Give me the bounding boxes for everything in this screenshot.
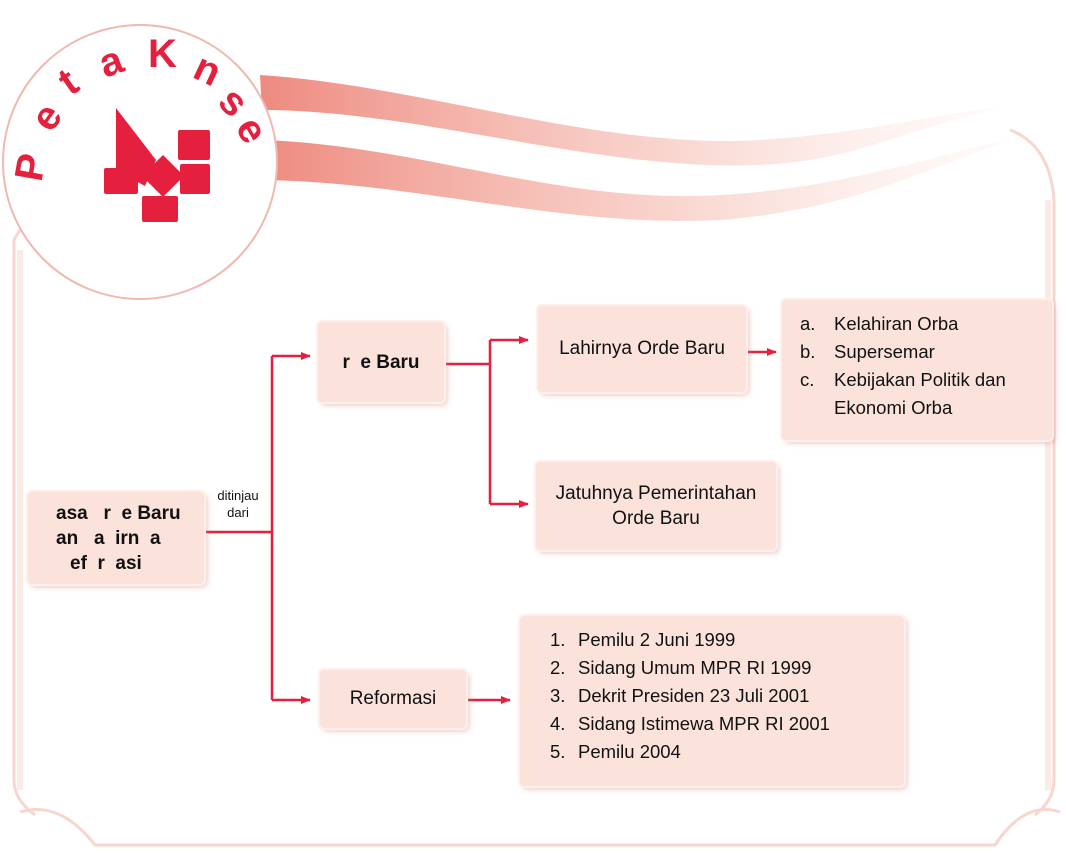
list-text: Pemilu 2 Juni 1999: [578, 629, 736, 650]
list-item: 3. Dekrit Presiden 23 Juli 2001: [550, 682, 904, 710]
logo-icon: [104, 108, 210, 222]
list-marker: 2.: [550, 657, 566, 678]
list-marker: c.: [800, 369, 815, 390]
list-marker: 1.: [550, 629, 566, 650]
node-orde-baru: r e Baru: [318, 322, 444, 402]
node-jatuhnya-line: Orde Baru: [612, 508, 700, 529]
node-jatuhnya-line: Jatuhnya Pemerintahan: [555, 483, 757, 504]
node-reformasi-label: Reformasi: [349, 688, 437, 709]
edge-label-ditinjau-dari: ditinjau dari: [208, 487, 268, 521]
list-item: b. Supersemar: [800, 338, 1052, 366]
list-item: 5. Pemilu 2004: [550, 738, 904, 766]
node-reformasi: Reformasi: [320, 670, 466, 728]
node-orde-baru-label: r e Baru: [342, 351, 420, 373]
list-text: Dekrit Presiden 23 Juli 2001: [578, 685, 810, 706]
node-root-line: an a irn a: [56, 527, 161, 549]
list-marker: 4.: [550, 713, 566, 734]
list-text: Pemilu 2004: [578, 741, 681, 762]
list-marker: b.: [800, 341, 816, 362]
list-marker: 5.: [550, 741, 566, 762]
node-lahirnya-orde-baru: Lahirnya Orde Baru: [538, 306, 746, 392]
node-lahirnya-label: Lahirnya Orde Baru: [559, 338, 725, 359]
list-text: Sidang Umum MPR RI 1999: [578, 657, 812, 678]
list-text: Ekonomi Orba: [834, 397, 953, 418]
list-item: a. Kelahiran Orba: [800, 310, 1052, 338]
node-root: asa r e Baru an a irn a ef r asi: [28, 492, 204, 584]
list-marker: 3.: [550, 685, 566, 706]
list-text: Kelahiran Orba: [834, 313, 959, 334]
node-jatuhnya: Jatuhnya Pemerintahan Orde Baru: [536, 462, 776, 550]
list-item: 2. Sidang Umum MPR RI 1999: [550, 654, 904, 682]
list-item: 4. Sidang Istimewa MPR RI 2001: [550, 710, 904, 738]
node-root-line: asa r e Baru: [56, 502, 181, 524]
node-list-orde-baru: a. Kelahiran Orba b. Supersemar c. Kebij…: [782, 300, 1052, 440]
edge-label-line: dari: [227, 505, 249, 520]
list-text: Kebijakan Politik dan: [834, 369, 1006, 390]
edge-label-line: ditinjau: [217, 488, 259, 503]
node-root-line: ef r asi: [70, 552, 142, 574]
node-list-reformasi: 1. Pemilu 2 Juni 1999 2. Sidang Umum MPR…: [520, 616, 904, 786]
list-item: 1. Pemilu 2 Juni 1999: [550, 626, 904, 654]
list-item: c. Kebijakan Politik dan Ekonomi Orba: [800, 366, 1052, 422]
list-text: Supersemar: [834, 341, 935, 362]
badge-letter: K: [148, 32, 177, 76]
list-marker: a.: [800, 313, 816, 334]
list-text: Sidang Istimewa MPR RI 2001: [578, 713, 830, 734]
